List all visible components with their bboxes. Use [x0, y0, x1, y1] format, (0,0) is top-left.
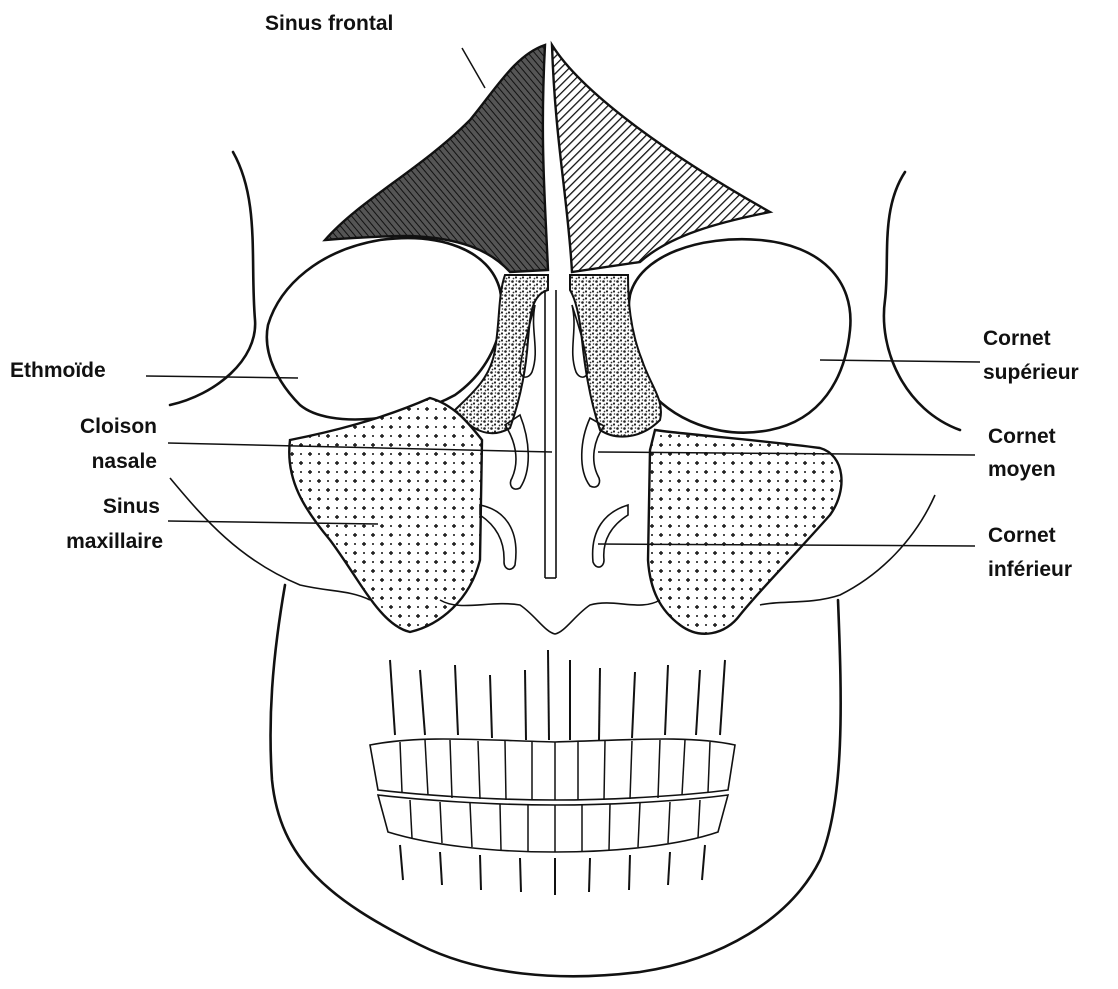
label-cloison-line1: Cloison: [80, 415, 157, 438]
leader-sinus-frontal: [462, 48, 485, 88]
label-sinus-max-line2: maxillaire: [66, 530, 163, 553]
orbits: [267, 238, 851, 432]
label-cornet-moyen-line2: moyen: [988, 458, 1056, 481]
label-cloison-line2: nasale: [92, 450, 157, 473]
lower-teeth-row: [378, 795, 728, 852]
leader-ethmoide: [146, 376, 298, 378]
nasal-floor: [440, 600, 660, 634]
maxillary-sinuses: [289, 398, 841, 634]
label-sinus-frontal: Sinus frontal: [265, 12, 393, 35]
label-cornet-sup-line1: Cornet: [983, 327, 1051, 350]
nasal-septum: [545, 290, 556, 578]
maxillary-sinus-right: [648, 430, 841, 634]
label-sinus-max-line1: Sinus: [103, 495, 160, 518]
inferior-turbinate-left: [480, 505, 516, 569]
ethmoid-right: [570, 275, 661, 437]
label-cornet-inf-line1: Cornet: [988, 524, 1056, 547]
frontal-sinus-left: [325, 45, 548, 272]
label-cornet-inf-line2: inférieur: [988, 558, 1072, 581]
maxillary-sinus-left: [289, 398, 482, 632]
ethmoid-left: [455, 275, 548, 433]
label-ethmoide: Ethmoïde: [10, 359, 106, 382]
left-orbit: [267, 238, 502, 419]
right-orbit: [628, 239, 850, 432]
teeth: [370, 650, 735, 895]
inferior-turbinate-right: [593, 505, 628, 567]
right-temple-contour: [884, 172, 960, 430]
left-temple-contour: [170, 152, 255, 405]
label-cornet-moyen-line1: Cornet: [988, 425, 1056, 448]
tooth-roots: [390, 650, 725, 895]
label-cornet-sup-line2: supérieur: [983, 361, 1079, 384]
